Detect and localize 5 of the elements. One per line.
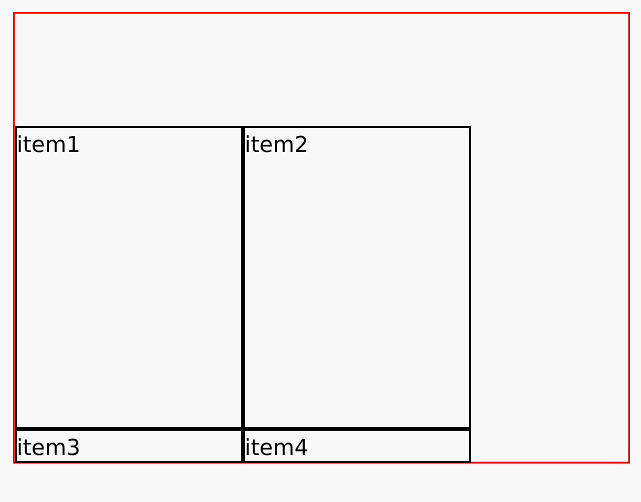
item-box: item1	[15, 126, 243, 429]
item-box: item4	[243, 429, 471, 463]
item-box: item2	[243, 126, 471, 429]
item-box: item3	[15, 429, 243, 463]
container-box	[13, 12, 630, 464]
